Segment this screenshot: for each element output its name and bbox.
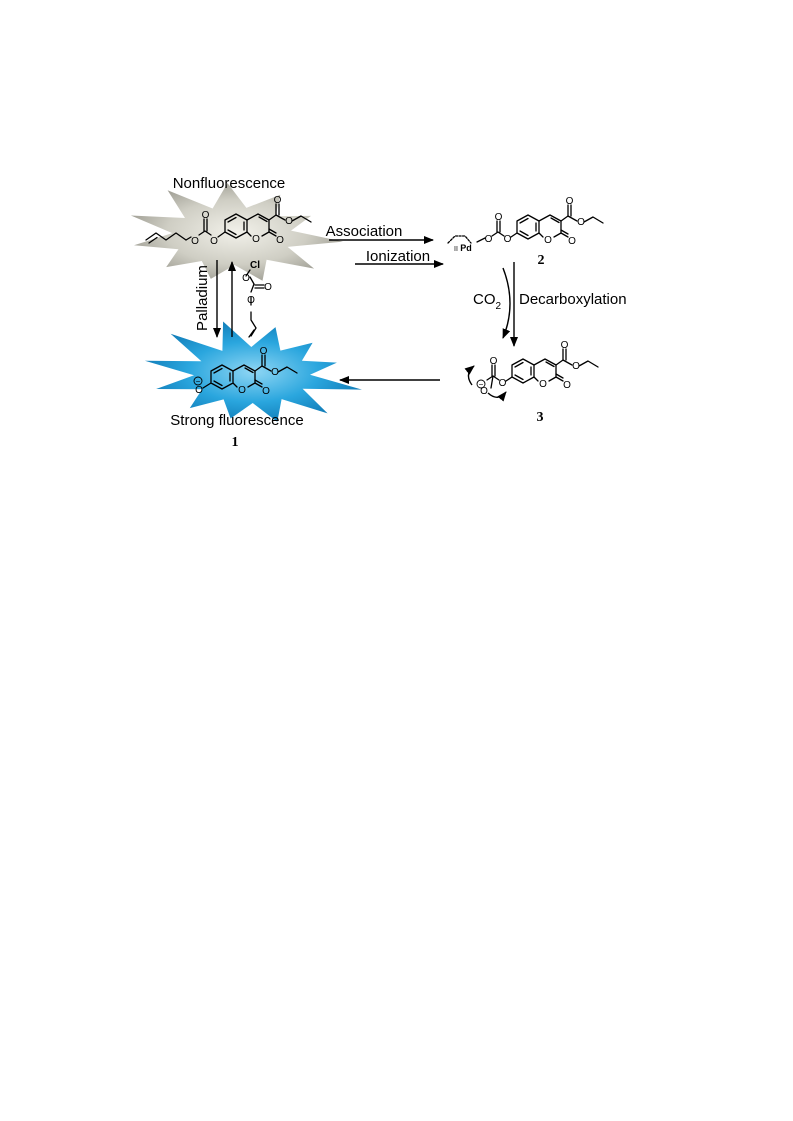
svg-text:O: O	[210, 236, 218, 247]
compound-3-number: 3	[537, 410, 544, 425]
svg-text:O: O	[247, 295, 255, 306]
co2-label: CO2	[473, 291, 502, 312]
svg-text:O: O	[499, 378, 507, 389]
svg-text:−: −	[196, 377, 201, 386]
association-label: Association	[326, 223, 403, 240]
svg-text:O: O	[260, 346, 268, 357]
compound-2-pd-complex	[447, 204, 604, 244]
compound-1-phenolate	[202, 354, 298, 390]
svg-text:O: O	[485, 234, 493, 245]
svg-text:O: O	[568, 236, 576, 247]
svg-text:O: O	[561, 340, 569, 351]
svg-text:O: O	[490, 356, 498, 367]
svg-text:O: O	[271, 367, 279, 378]
svg-text:O: O	[242, 273, 250, 284]
nonfluorescence-burst	[130, 183, 343, 281]
svg-text:O: O	[262, 386, 270, 397]
fluorescence-burst	[144, 321, 362, 422]
ionization-label: Ionization	[366, 248, 430, 265]
svg-text:O: O	[274, 195, 282, 206]
svg-text:O: O	[504, 234, 512, 245]
strong-fluorescence-label: Strong fluorescence	[170, 412, 303, 429]
compound-1-number: 1	[232, 435, 239, 450]
svg-text:O: O	[252, 234, 260, 245]
allyl-chloroformate-atoms: Cl O O O	[242, 260, 272, 306]
decarboxylation-label: Decarboxylation	[519, 291, 627, 308]
svg-text:O: O	[539, 379, 547, 390]
svg-text:O: O	[191, 236, 199, 247]
svg-text:O: O	[544, 235, 552, 246]
compound-3-carbonate-anion	[464, 348, 599, 402]
svg-text:Pd: Pd	[460, 243, 472, 253]
svg-text:O: O	[572, 361, 580, 372]
svg-text:O: O	[566, 196, 574, 207]
co2-release-arrow	[502, 267, 511, 339]
svg-text:−: −	[479, 380, 484, 389]
svg-text:O: O	[495, 212, 503, 223]
svg-text:Cl: Cl	[250, 260, 260, 271]
svg-text:O: O	[276, 235, 284, 246]
allyl-chloroformate	[245, 269, 265, 338]
nonfluorescence-label: Nonfluorescence	[173, 175, 286, 192]
svg-text:O: O	[264, 282, 272, 293]
svg-text:O: O	[195, 385, 203, 396]
svg-text:O: O	[577, 217, 585, 228]
svg-text:O: O	[285, 216, 293, 227]
compound-2-number: 2	[538, 253, 545, 268]
palladium-label: Palladium	[194, 265, 211, 331]
compound-1-atoms: − O O O O O	[193, 346, 279, 397]
compound-2-atoms: II Pd O O O O O O O	[454, 196, 585, 253]
svg-text:II: II	[454, 246, 458, 253]
compound-3-atoms: − O O O O O O O	[476, 340, 580, 397]
svg-text:O: O	[202, 210, 210, 221]
svg-text:O: O	[563, 380, 571, 391]
allyl-carbonate-atoms: O O O O O O O	[191, 195, 293, 247]
svg-text:O: O	[238, 385, 246, 396]
allyl-carbonate-coumarin	[145, 203, 312, 244]
svg-text:O: O	[480, 386, 488, 397]
